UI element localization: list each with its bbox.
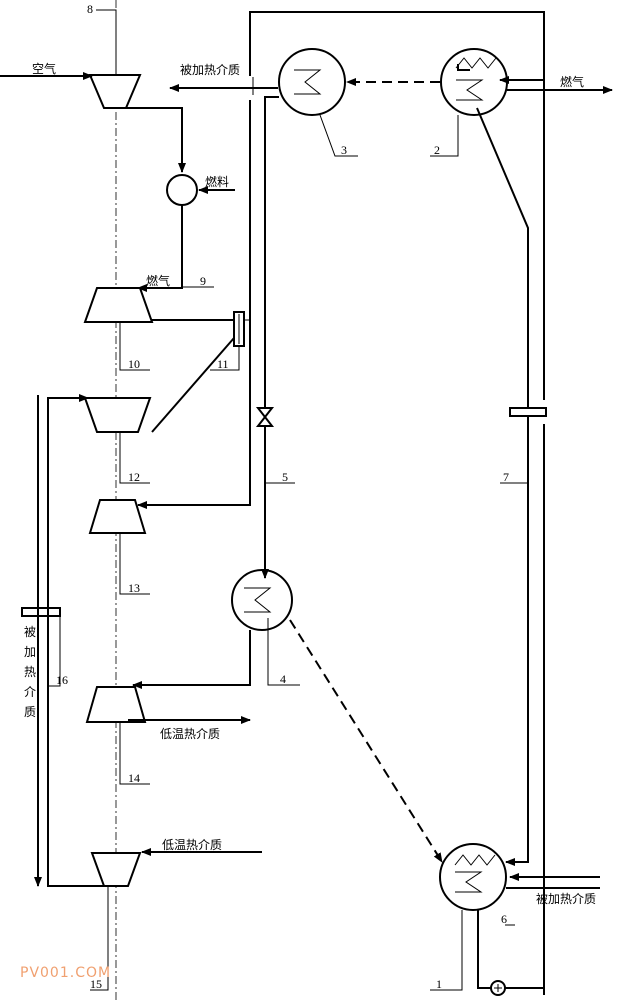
coil-icon — [455, 871, 483, 893]
downcomer-to-1 — [505, 416, 529, 866]
pipe-4-to-14 — [132, 630, 251, 689]
riser-pipe — [476, 107, 529, 408]
pump-icon — [494, 984, 502, 992]
heated-medium-vertical-char-5: 质 — [24, 705, 36, 719]
pipe-1-to-pump — [477, 910, 491, 989]
low-temp-medium-label-2: 低温热介质 — [162, 838, 222, 852]
flame-icon — [455, 57, 497, 69]
pipe-8-to-9 — [126, 107, 186, 173]
top-recycle-pipe — [249, 11, 545, 84]
heated-medium-loop — [47, 394, 104, 887]
label-7: 7 — [503, 470, 509, 484]
flue-gas-right-label: 燃气 — [560, 74, 584, 89]
boiler-2 — [440, 48, 508, 116]
label-14: 14 — [128, 771, 140, 785]
low-temp-medium-label-1: 低温热介质 — [160, 727, 220, 741]
compressor-8 — [88, 74, 142, 109]
heat-exchanger-4 — [231, 569, 293, 631]
flame-icon — [454, 854, 496, 866]
label-8: 8 — [87, 2, 93, 16]
heated-medium-vertical-char-1: 被 — [24, 625, 36, 639]
label-9: 9 — [200, 274, 206, 288]
turbine-14 — [85, 686, 147, 723]
combustor-9 — [166, 174, 198, 206]
dashed-heat-flow-4-1 — [289, 619, 443, 863]
heated-medium-top-label: 被加热介质 — [180, 63, 240, 77]
label-11: 11 — [217, 357, 229, 371]
coil-icon — [456, 79, 484, 101]
label-3: 3 — [341, 143, 347, 157]
label-5: 5 — [282, 470, 288, 484]
turbine-12 — [83, 397, 152, 433]
air-label: 空气 — [32, 61, 56, 76]
watermark: PV001.COM — [20, 965, 111, 981]
label-4: 4 — [280, 672, 286, 686]
valve-7 — [509, 407, 547, 417]
label-12: 12 — [128, 470, 140, 484]
heated-medium-vertical-char-2: 加 — [24, 645, 36, 659]
turbine-13 — [88, 499, 147, 534]
valve-16 — [21, 607, 61, 617]
label-13: 13 — [128, 581, 140, 595]
leader-lines — [48, 9, 529, 991]
shaft-11-12 — [151, 337, 235, 433]
heated-medium-vertical-char-3: 热 — [24, 665, 36, 679]
turbine-15 — [90, 852, 142, 887]
label-1: 1 — [436, 977, 442, 991]
flue-gas-left-label: 燃气 — [146, 273, 170, 288]
coil-icon — [294, 69, 322, 95]
pipe-3-to-valve — [264, 96, 279, 408]
label-10: 10 — [128, 357, 140, 371]
label-6: 6 — [501, 912, 507, 926]
label-2: 2 — [434, 143, 440, 157]
turbine-10 — [83, 287, 154, 323]
valve-5-bottom — [255, 415, 275, 427]
label-15: 15 — [90, 977, 102, 991]
fuel-label: 燃料 — [205, 174, 229, 189]
heated-medium-bottom-label: 被加热介质 — [536, 892, 596, 906]
heat-exchanger-3 — [278, 48, 346, 116]
heated-medium-vertical-char-4: 介 — [24, 685, 36, 699]
label-16: 16 — [56, 673, 68, 687]
coil-icon — [244, 587, 272, 613]
steam-to-turbine-13 — [137, 490, 251, 509]
